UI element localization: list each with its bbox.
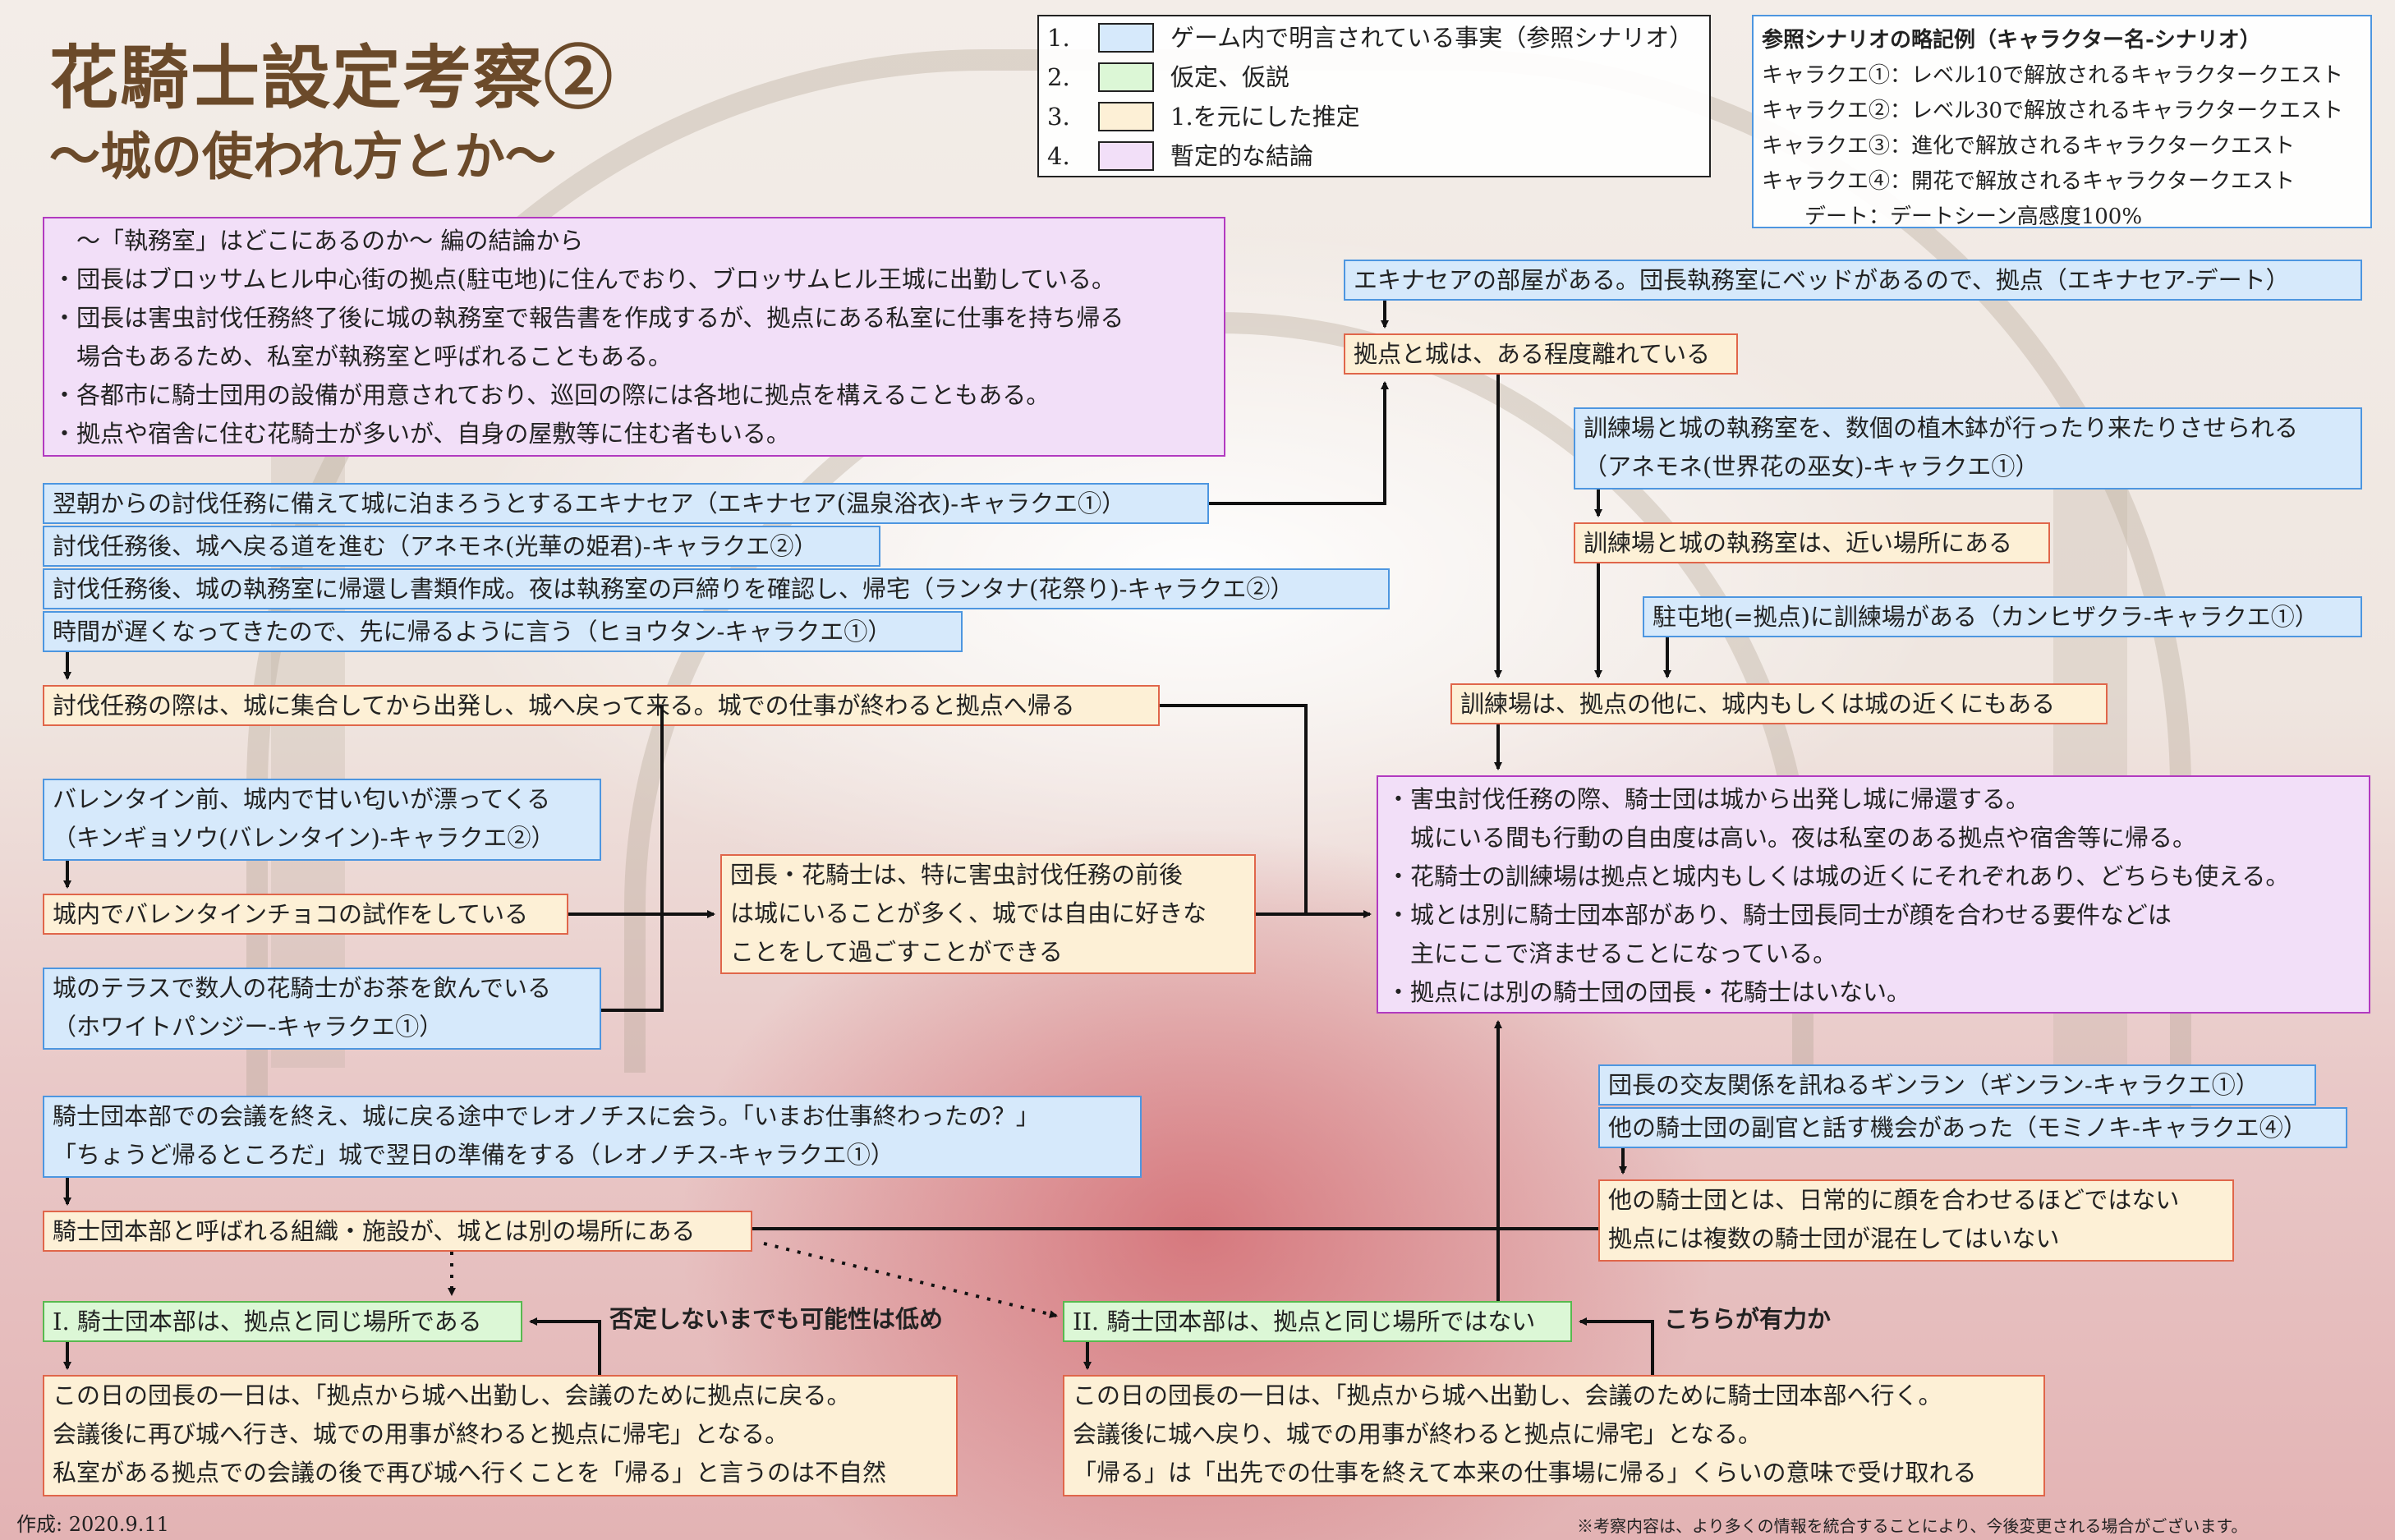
inference-box: この日の団長の一日は、「拠点から城へ出勤し、会議のために拠点に戻る。 会議後に再… xyxy=(43,1375,958,1496)
created-date: 作成: 2020.9.11 xyxy=(16,1513,169,1536)
fact-box: エキナセアの部屋がある。団長執務室にベッドがあるので、拠点（エキナセア-デート） xyxy=(1344,260,2362,301)
fact-box: 討伐任務後、城の執務室に帰還し書類作成。夜は執務室の戸締りを確認し、帰宅（ランタ… xyxy=(43,568,1390,609)
fact-box: 駐屯地(=拠点)に訓練場がある（カンヒザクラ-キャラクエ①） xyxy=(1643,596,2362,637)
inference-box: 訓練場は、拠点の他に、城内もしくは城の近くにもある xyxy=(1450,683,2108,724)
fact-box: 訓練場と城の執務室を、数個の植木鉢が行ったり来たりさせられる （アネモネ(世界花… xyxy=(1574,407,2362,490)
inference-box: 討伐任務の際は、城に集合してから出発し、城へ戻って来る。城での仕事が終わると拠点… xyxy=(43,685,1160,726)
fact-box: 騎士団本部での会議を終え、城に戻る途中でレオノチスに会う。「いまお仕事終わったの… xyxy=(43,1096,1142,1178)
page-subtitle: 〜城の使われ方とか〜 xyxy=(49,126,556,186)
legend-item: 3.1.を元にした推定 xyxy=(1047,102,1360,131)
fact-box: 城のテラスで数人の花騎士がお茶を飲んでいる （ホワイトパンジー-キャラクエ①） xyxy=(43,968,601,1050)
legend-item: 1.ゲーム内で明言されている事実（参照シナリオ） xyxy=(1047,23,1694,53)
connector xyxy=(1160,704,1308,914)
connector xyxy=(1209,381,1389,505)
fact-box: 討伐任務後、城へ戻る道を進む（アネモネ(光華の姫君)-キャラクエ②） xyxy=(43,526,880,567)
inference-box: 団長・花騎士は、特に害虫討伐任務の前後 は城にいることが多く、城では自由に好きな… xyxy=(720,854,1256,974)
connector xyxy=(529,1317,601,1375)
fact-box: 他の騎士団の副官と話す機会があった（モミノキ-キャラクエ④） xyxy=(1598,1107,2347,1148)
connector-dotted xyxy=(763,1242,1058,1318)
edge-label-positive: こちらが有力か xyxy=(1664,1305,1832,1333)
connector xyxy=(1579,1317,1654,1375)
fact-box: 時間が遅くなってきたので、先に帰るように言う（ヒョウタン-キャラクエ①） xyxy=(43,611,963,652)
inference-box: 城内でバレンタインチョコの試作をしている xyxy=(43,894,568,935)
previous-conclusion-box: 〜「執務室」はどこにあるのか〜 編の結論から ・団長はブロッサムヒル中心街の拠点… xyxy=(43,217,1225,457)
footnote: ※考察内容は、より多くの情報を統合することにより、今後変更される場合がございます… xyxy=(1577,1516,2248,1536)
edge-label-negative: 否定しないまでも可能性は低め xyxy=(609,1305,944,1333)
reference-box: 参照シナリオの略記例（キャラクター名-シナリオ） キャラクエ①：レベル10で解放… xyxy=(1752,15,2372,229)
conclusion-box: ・害虫討伐任務の際、騎士団は城から出発し城に帰還する。 城にいる間も行動の自由度… xyxy=(1377,775,2370,1014)
inference-box: 訓練場と城の執務室は、近い場所にある xyxy=(1574,522,2050,563)
legend-item: 2.仮定、仮説 xyxy=(1047,62,1290,92)
fact-box: バレンタイン前、城内で甘い匂いが漂ってくる （キンギョソウ(バレンタイン)-キャ… xyxy=(43,779,601,861)
hypothesis-box-1: I. 騎士団本部は、拠点と同じ場所である xyxy=(43,1301,522,1342)
connector xyxy=(601,706,664,1012)
inference-box: 騎士団本部と呼ばれる組織・施設が、城とは別の場所にある xyxy=(43,1211,752,1252)
legend-item: 4.暫定的な結論 xyxy=(1047,141,1314,171)
legend: 1.ゲーム内で明言されている事実（参照シナリオ） 2.仮定、仮説 3.1.を元に… xyxy=(1037,15,1711,177)
inference-box: この日の団長の一日は、「拠点から城へ出勤し、会議のために騎士団本部へ行く。 会議… xyxy=(1063,1375,2045,1496)
hypothesis-box-2: II. 騎士団本部は、拠点と同じ場所ではない xyxy=(1063,1301,1572,1342)
fact-box: 翌朝からの討伐任務に備えて城に泊まろうとするエキナセア（エキナセア(温泉浴衣)-… xyxy=(43,483,1209,524)
fact-box: 団長の交友関係を訊ねるギンラン（ギンラン-キャラクエ①） xyxy=(1598,1064,2316,1106)
inference-box: 拠点と城は、ある程度離れている xyxy=(1344,333,1738,375)
inference-box: 他の騎士団とは、日常的に顔を合わせるほどではない 拠点には複数の騎士団が混在して… xyxy=(1598,1179,2234,1262)
page-title: 花騎士設定考察② xyxy=(49,37,615,118)
